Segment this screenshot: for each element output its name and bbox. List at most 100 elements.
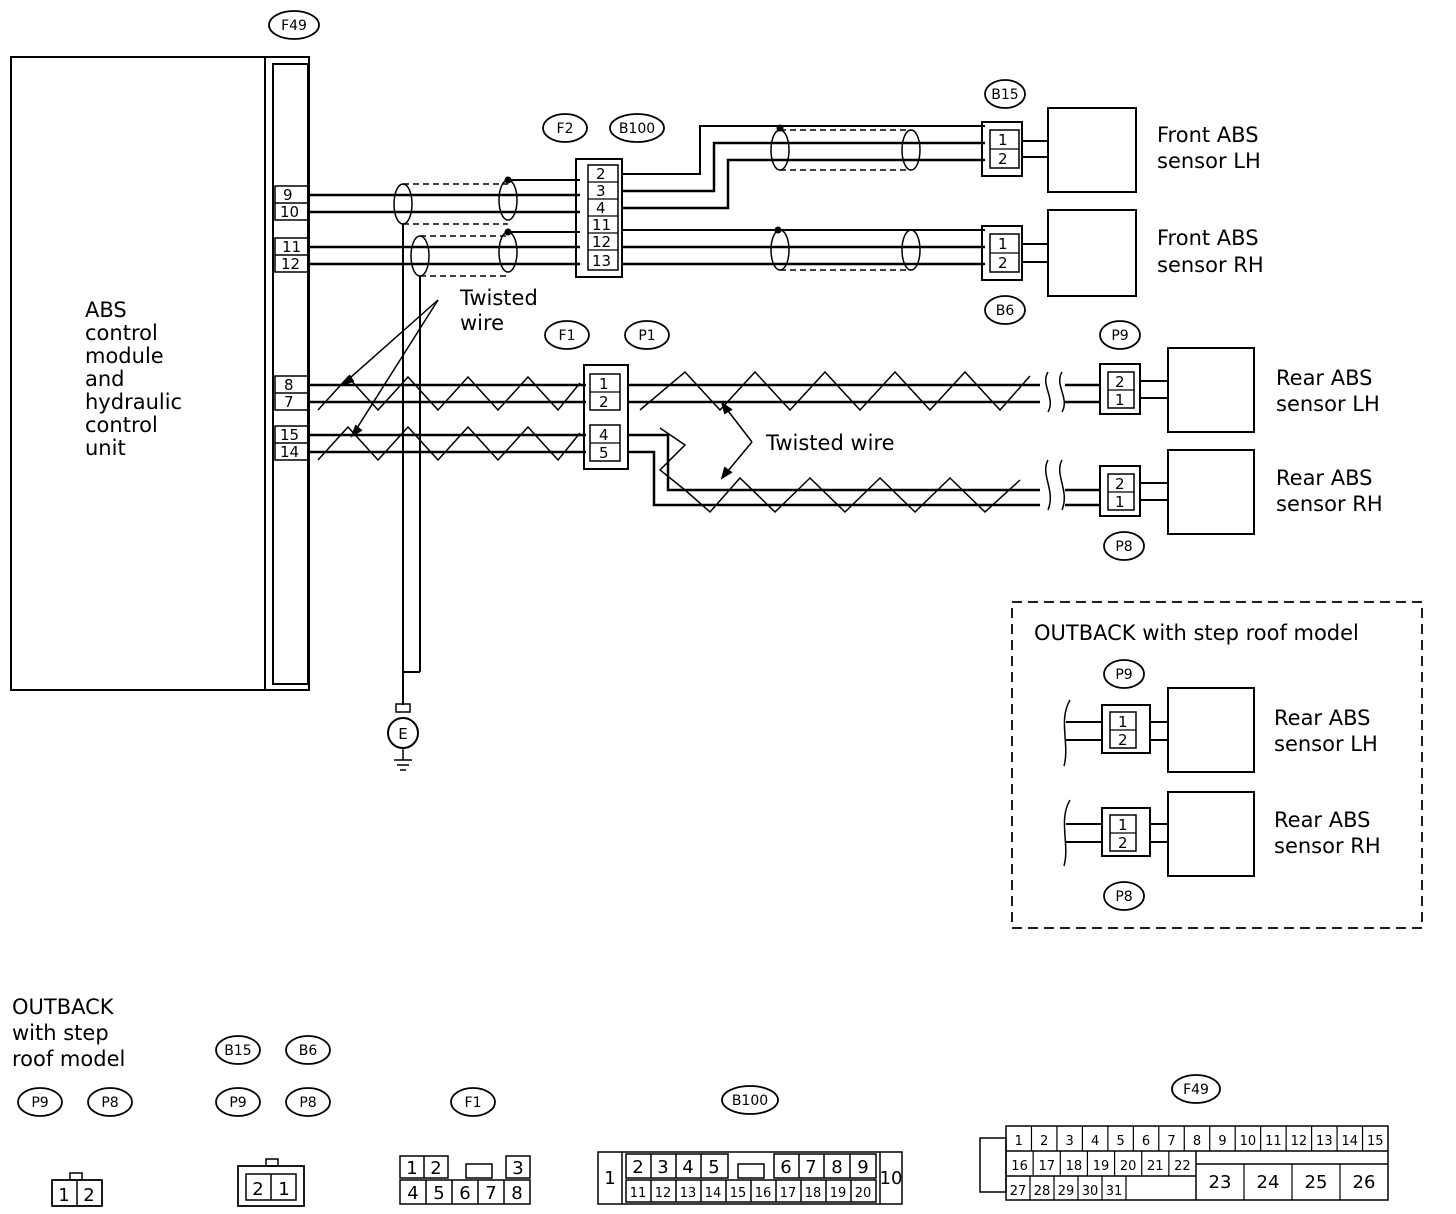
- svg-text:F1: F1: [559, 328, 576, 344]
- sensor-label-line: Rear ABS: [1276, 466, 1372, 490]
- module-pin: 12: [281, 255, 300, 273]
- sensor-pin: 2: [1118, 834, 1128, 852]
- connector-view-pin: 4: [1091, 1134, 1099, 1149]
- connector-view-pin: 9: [857, 1157, 868, 1178]
- connector-view-pin: 26: [1353, 1172, 1376, 1193]
- connector-view-pin: 2: [1040, 1134, 1048, 1149]
- svg-text:P9: P9: [1111, 328, 1128, 344]
- module-pin: 11: [282, 238, 301, 256]
- connector-view-pin: 16: [1011, 1159, 1028, 1174]
- module-label-line: hydraulic: [85, 390, 182, 414]
- connector-view-pin: 8: [831, 1157, 842, 1178]
- sensor-pin: 1: [998, 131, 1008, 149]
- outback-variant-box: OUTBACK with step roof model P9 1 2 Rear…: [1011, 601, 1423, 929]
- sensor-label-line: Front ABS: [1157, 123, 1259, 147]
- svg-text:P8: P8: [299, 1095, 316, 1111]
- connector-view-pin: 10: [880, 1168, 903, 1189]
- inline-pin: 4: [596, 199, 606, 217]
- sensor-pin: 2: [998, 254, 1008, 272]
- connector-view-pin: 15: [730, 1186, 747, 1201]
- outback-box-title: OUTBACK with step roof model: [1034, 621, 1359, 645]
- connector-view-pin: 15: [1367, 1134, 1384, 1149]
- connector-view-pin: 7: [805, 1157, 816, 1178]
- sensor-label-line: sensor LH: [1157, 149, 1261, 173]
- connector-view-pin: 5: [1116, 1134, 1124, 1149]
- module-pin: 8: [284, 376, 294, 394]
- sensor-pin: 2: [1118, 731, 1128, 749]
- outback-note-line: OUTBACK: [12, 995, 115, 1019]
- connector-view-pin: 11: [1265, 1134, 1282, 1149]
- sensor-label-line: sensor RH: [1157, 253, 1264, 277]
- front-wires: [308, 176, 580, 705]
- sensor-rear-lh: P9 2 1 Rear ABS sensor LH: [1099, 320, 1380, 433]
- svg-text:P8: P8: [1115, 539, 1132, 555]
- connector-view-pin: 17: [780, 1186, 797, 1201]
- connector-view-pin: 10: [1240, 1134, 1257, 1149]
- connector-view-pin: 2: [83, 1185, 94, 1206]
- connector-tag-f49: F49: [268, 10, 320, 40]
- front-lh-run: [622, 124, 985, 210]
- inline-pin: 13: [592, 252, 611, 270]
- sensor-label-line: Rear ABS: [1276, 366, 1372, 390]
- connector-view-pin: 29: [1058, 1184, 1075, 1199]
- connector-view-pin: 2: [632, 1157, 643, 1178]
- connector-view-pin: 28: [1034, 1184, 1051, 1199]
- module-pin-block: [274, 185, 309, 461]
- connector-view-pin: 6: [459, 1183, 470, 1204]
- sensor-pin: 2: [1115, 373, 1125, 391]
- sensor-pin: 1: [1118, 816, 1128, 834]
- connector-view-pin: 21: [1147, 1159, 1164, 1174]
- sensor-pin: 1: [1115, 493, 1125, 511]
- sensor-front-lh: B15 1 2 Front ABS sensor LH: [981, 79, 1261, 193]
- connector-views: OUTBACK with step roof model P9 P8 1 2 B…: [12, 995, 1389, 1207]
- module-pin: 15: [280, 426, 299, 444]
- connector-view-pin: 14: [705, 1186, 722, 1201]
- svg-text:P9: P9: [229, 1095, 246, 1111]
- sensor-pin: 1: [1115, 391, 1125, 409]
- outback-note-line: with step: [12, 1021, 109, 1045]
- connector-view-pin: 5: [433, 1183, 444, 1204]
- connector-view-pin: 23: [1209, 1172, 1232, 1193]
- sensor-label-line: Rear ABS: [1274, 706, 1370, 730]
- abs-control-module: ABS control module and hydraulic control…: [10, 56, 310, 691]
- connector-view-pin: 30: [1082, 1184, 1099, 1199]
- svg-text:F49: F49: [1183, 1082, 1209, 1098]
- connector-view-pin: 13: [680, 1186, 697, 1201]
- module-label-line: control: [85, 413, 158, 437]
- module-pin: 9: [283, 186, 293, 204]
- connector-view-pin: 20: [855, 1186, 872, 1201]
- sensor-pin: 2: [1115, 475, 1125, 493]
- svg-text:F2: F2: [557, 121, 574, 137]
- module-label: ABS control module and hydraulic control…: [85, 298, 182, 460]
- connector-view-pin: 2: [430, 1158, 441, 1179]
- connector-view-pin: 9: [1218, 1134, 1226, 1149]
- connector-view-pin: 25: [1305, 1172, 1328, 1193]
- svg-text:P9: P9: [1115, 667, 1132, 683]
- front-rh-run: [622, 226, 985, 271]
- svg-text:B100: B100: [619, 121, 655, 137]
- connector-view-pin: 4: [682, 1157, 693, 1178]
- connector-view-pin: 1: [406, 1158, 417, 1179]
- module-pin: 14: [280, 443, 299, 461]
- connector-view-pin: 13: [1316, 1134, 1333, 1149]
- sensor-label-line: sensor RH: [1274, 834, 1381, 858]
- svg-text:F1: F1: [465, 1095, 482, 1111]
- svg-text:B15: B15: [224, 1043, 251, 1059]
- inline-pin: 3: [596, 182, 606, 200]
- twisted-wire-label: Twisted: [459, 286, 538, 310]
- connector-view-pin: 3: [1066, 1134, 1074, 1149]
- svg-text:P8: P8: [101, 1095, 118, 1111]
- connector-view-pin: 19: [830, 1186, 847, 1201]
- connector-view-pin: 27: [1010, 1184, 1027, 1199]
- sensor-label-line: Front ABS: [1157, 226, 1259, 250]
- svg-text:P8: P8: [1115, 889, 1132, 905]
- module-pin: 10: [280, 203, 299, 221]
- connector-view-pin: 2: [252, 1179, 263, 1200]
- connector-view-pin: 1: [278, 1179, 289, 1200]
- sensor-label-line: sensor RH: [1276, 492, 1383, 516]
- inline-pin: 5: [599, 444, 609, 462]
- connector-view-pin: 20: [1120, 1159, 1137, 1174]
- ground-symbol: E: [387, 703, 419, 771]
- connector-view-pin: 17: [1038, 1159, 1055, 1174]
- connector-view-pin: 1: [604, 1168, 615, 1189]
